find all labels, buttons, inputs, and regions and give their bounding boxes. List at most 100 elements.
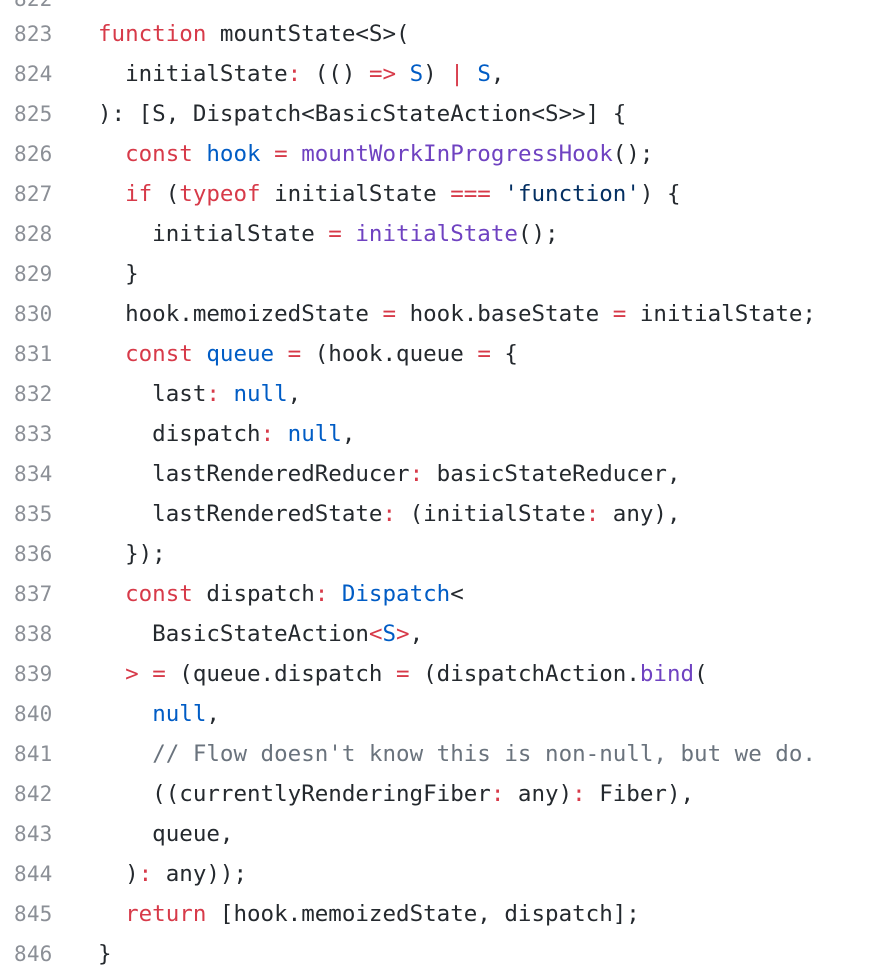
code-line: 835 lastRenderedState: (initialState: an… (0, 494, 890, 534)
code-token: bind (639, 661, 695, 687)
code-content: lastRenderedState: (initialState: any), (58, 501, 890, 527)
code-token: : (382, 501, 397, 527)
code-token: const (125, 581, 193, 607)
code-line: 837 const dispatch: Dispatch< (0, 574, 890, 614)
code-token: Fiber), (585, 781, 695, 807)
line-number: 834 (14, 462, 53, 486)
code-token: (queue.dispatch (165, 661, 397, 687)
code-line: 839 > = (queue.dispatch = (dispatchActio… (0, 654, 890, 694)
code-content: dispatch: null, (58, 421, 890, 447)
code-token: } (98, 261, 139, 287)
code-token: : (287, 61, 302, 87)
code-line: 829 } (0, 254, 890, 294)
line-number: 824 (14, 62, 53, 86)
line-number: 846 (14, 942, 53, 966)
code-token: hook (206, 141, 261, 167)
code-line: 840 null, (0, 694, 890, 734)
code-token: const (125, 141, 193, 167)
code-line: 828 initialState = initialState(); (0, 214, 890, 254)
code-token: any) (504, 781, 573, 807)
code-token: : (206, 381, 220, 407)
code-token: lastRenderedReducer (98, 461, 410, 487)
code-token: , (206, 701, 220, 727)
code-token: typeof (179, 181, 261, 207)
code-token: return (125, 901, 207, 927)
code-line: 833 dispatch: null, (0, 414, 890, 454)
code-token: = (287, 341, 302, 367)
code-token: initialState (260, 181, 451, 207)
line-number: 835 (14, 502, 53, 526)
code-token: hook.baseState (396, 301, 613, 327)
code-token: ) (98, 861, 139, 887)
code-token: last (98, 381, 207, 407)
code-token: < (450, 581, 464, 607)
code-token: (hook.queue (301, 341, 478, 367)
line-number: 833 (14, 422, 53, 446)
code-token: (() (301, 61, 369, 87)
code-token: , (409, 621, 424, 647)
code-line: 826 const hook = mountWorkInProgressHook… (0, 134, 890, 174)
code-content: } (58, 261, 890, 287)
code-token: = (274, 141, 288, 167)
code-token (98, 741, 152, 767)
code-token: lastRenderedState (98, 501, 383, 527)
line-number: 843 (14, 822, 53, 846)
code-line: 831 const queue = (hook.queue = { (0, 334, 890, 374)
line-number: 840 (14, 702, 53, 726)
line-number: 826 (14, 142, 53, 166)
code-line: 846} (0, 934, 890, 974)
code-token (98, 341, 125, 367)
line-number: 823 (14, 22, 53, 46)
line-number: 825 (14, 102, 53, 126)
code-token: (); (612, 141, 654, 167)
code-token: any), (599, 501, 681, 527)
code-line: 845 return [hook.memoizedState, dispatch… (0, 894, 890, 934)
code-content: }); (58, 541, 890, 567)
code-token (193, 341, 207, 367)
code-token: S (382, 621, 397, 647)
code-token: ( (694, 661, 708, 687)
code-line: 844 ): any)); (0, 854, 890, 894)
code-token: queue (206, 341, 275, 367)
code-token (491, 181, 505, 207)
code-token (98, 141, 125, 167)
code-token: ) { (639, 181, 681, 207)
code-line: 832 last: null, (0, 374, 890, 414)
code-token (396, 61, 410, 87)
code-token (274, 341, 288, 367)
code-line: 838 BasicStateAction<S>, (0, 614, 890, 654)
code-token: basicStateReducer, (423, 461, 681, 487)
code-token (328, 581, 342, 607)
line-number: 837 (14, 582, 53, 606)
code-token (220, 381, 234, 407)
code-token: > (125, 661, 139, 687)
clipped-code-line: 822 (0, 0, 890, 19)
code-content: return [hook.memoizedState, dispatch]; (58, 901, 890, 927)
code-content: ): [S, Dispatch<BasicStateAction<S>>] { (58, 101, 890, 127)
code-line: 836 }); (0, 534, 890, 574)
code-token: mountWorkInProgressHook (301, 141, 613, 167)
code-token: }); (98, 541, 166, 567)
code-token: dispatch (192, 581, 315, 607)
code-content: > = (queue.dispatch = (dispatchAction.bi… (58, 661, 890, 687)
code-content: last: null, (58, 381, 890, 407)
code-token (139, 661, 153, 687)
code-token: BasicStateAction (98, 621, 369, 647)
code-line: 830 hook.memoizedState = hook.baseState … (0, 294, 890, 334)
code-content: lastRenderedReducer: basicStateReducer, (58, 461, 890, 487)
code-line: 824 initialState: (() => S) | S, (0, 54, 890, 94)
code-token: any)); (152, 861, 248, 887)
code-token: null (152, 701, 207, 727)
code-content: queue, (58, 821, 890, 847)
code-token (98, 661, 125, 687)
code-token: initialState (355, 221, 518, 247)
code-token: } (98, 941, 112, 967)
code-token: : (490, 781, 505, 807)
line-number: 822 (0, 0, 58, 11)
code-token: : (409, 461, 424, 487)
code-token (261, 141, 275, 167)
code-token: , (490, 61, 505, 87)
code-token (98, 901, 125, 927)
